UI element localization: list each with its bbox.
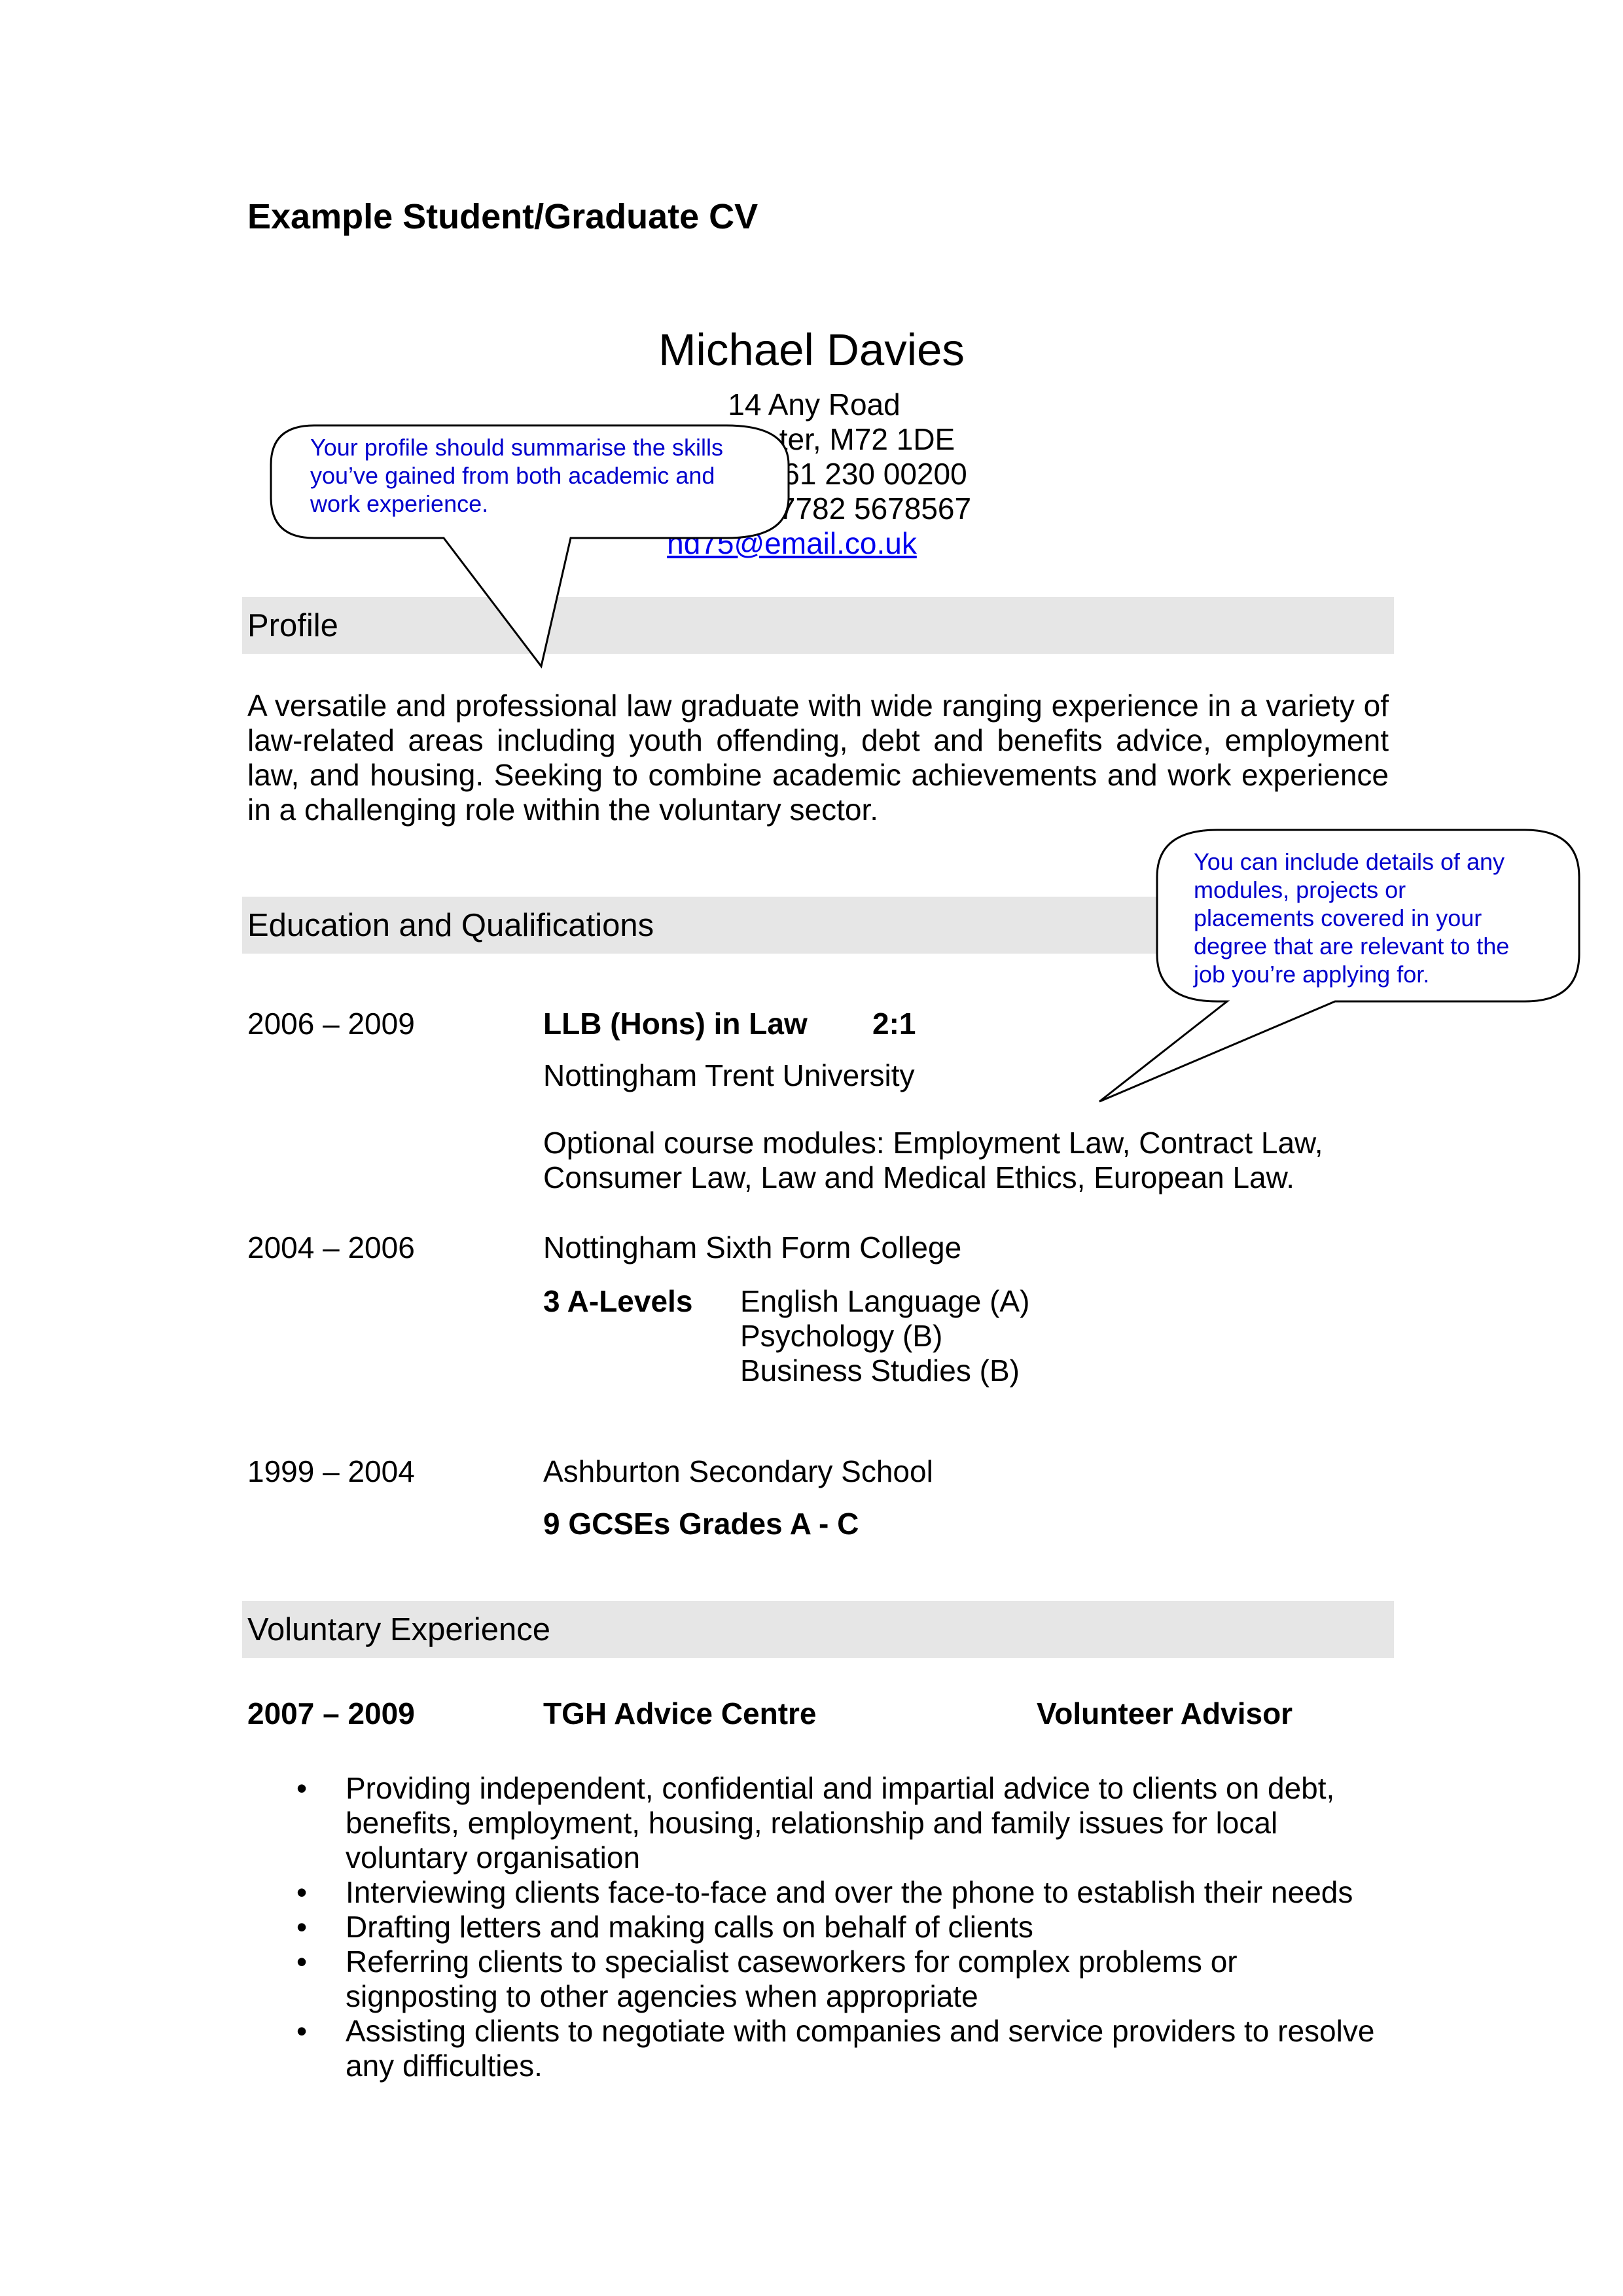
qualification: 3 A-Levels (543, 1284, 693, 1318)
list-item: Providing independent, confidential and … (247, 1771, 1386, 1875)
education-dates: 2006 – 2009 (247, 1007, 415, 1041)
institution: Ashburton Secondary School (543, 1454, 933, 1488)
contact-block: 14 Any Road ter, M72 1DE 61 230 00200 77… (0, 387, 1623, 561)
list-item: Interviewing clients face-to-face and ov… (247, 1875, 1386, 1910)
profile-text: A versatile and professional law graduat… (247, 689, 1389, 827)
callout-line: placements covered in your (1194, 905, 1482, 931)
list-item: Drafting letters and making calls on beh… (247, 1910, 1386, 1945)
candidate-name: Michael Davies (658, 325, 965, 375)
email-link[interactable]: nd75@email.co.uk (667, 526, 917, 560)
callout-line: modules, projects or (1194, 876, 1406, 903)
experience-dates: 2007 – 2009 (247, 1696, 415, 1731)
voluntary-heading: Voluntary Experience (247, 1612, 551, 1647)
subject: Business Studies (B) (740, 1354, 1020, 1388)
education-dates: 2004 – 2006 (247, 1230, 415, 1265)
profile-callout: Your profile should summarise the skills… (310, 433, 723, 518)
education-dates: 1999 – 2004 (247, 1454, 415, 1488)
callout-line: job you’re applying for. (1194, 961, 1430, 988)
degree-title: LLB (Hons) in Law (543, 1007, 808, 1041)
education-heading: Education and Qualifications (247, 908, 654, 943)
profile-heading: Profile (247, 608, 338, 643)
list-item: Referring clients to specialist casework… (247, 1945, 1386, 2014)
degree-grade: 2:1 (872, 1007, 916, 1041)
subject: English Language (A) (740, 1284, 1030, 1318)
modules-callout: You can include details of any modules, … (1194, 848, 1509, 988)
institution: Nottingham Sixth Form College (543, 1230, 962, 1265)
modules-line: Optional course modules: Employment Law,… (543, 1126, 1323, 1160)
address-line: 14 Any Road (728, 387, 901, 422)
callout-line: Your profile should summarise the skills (310, 434, 723, 461)
address-line: ter, M72 1DE (779, 422, 955, 456)
modules-line: Consumer Law, Law and Medical Ethics, Eu… (543, 1160, 1295, 1194)
duties-list: Providing independent, confidential and … (247, 1771, 1386, 2083)
callout-line: work experience. (310, 490, 489, 517)
profile-heading-band: Profile (242, 597, 1394, 654)
qualification: 9 GCSEs Grades A - C (543, 1507, 859, 1541)
subject: Psychology (B) (740, 1319, 943, 1353)
phone-line: 61 230 00200 (783, 457, 967, 491)
email-row: nd75@email.co.uk (0, 526, 1623, 561)
role: Volunteer Advisor (1037, 1696, 1293, 1731)
list-item: Assisting clients to negotiate with comp… (247, 2014, 1386, 2083)
voluntary-heading-band: Voluntary Experience (242, 1601, 1394, 1658)
document-title: Example Student/Graduate CV (247, 197, 758, 236)
callout-line: degree that are relevant to the (1194, 933, 1510, 960)
callout-line: You can include details of any (1194, 848, 1505, 875)
institution: Nottingham Trent University (543, 1058, 915, 1092)
organisation: TGH Advice Centre (543, 1696, 817, 1731)
callout-line: you’ve gained from both academic and (310, 462, 715, 489)
mobile-line: 7782 5678567 (778, 492, 972, 526)
